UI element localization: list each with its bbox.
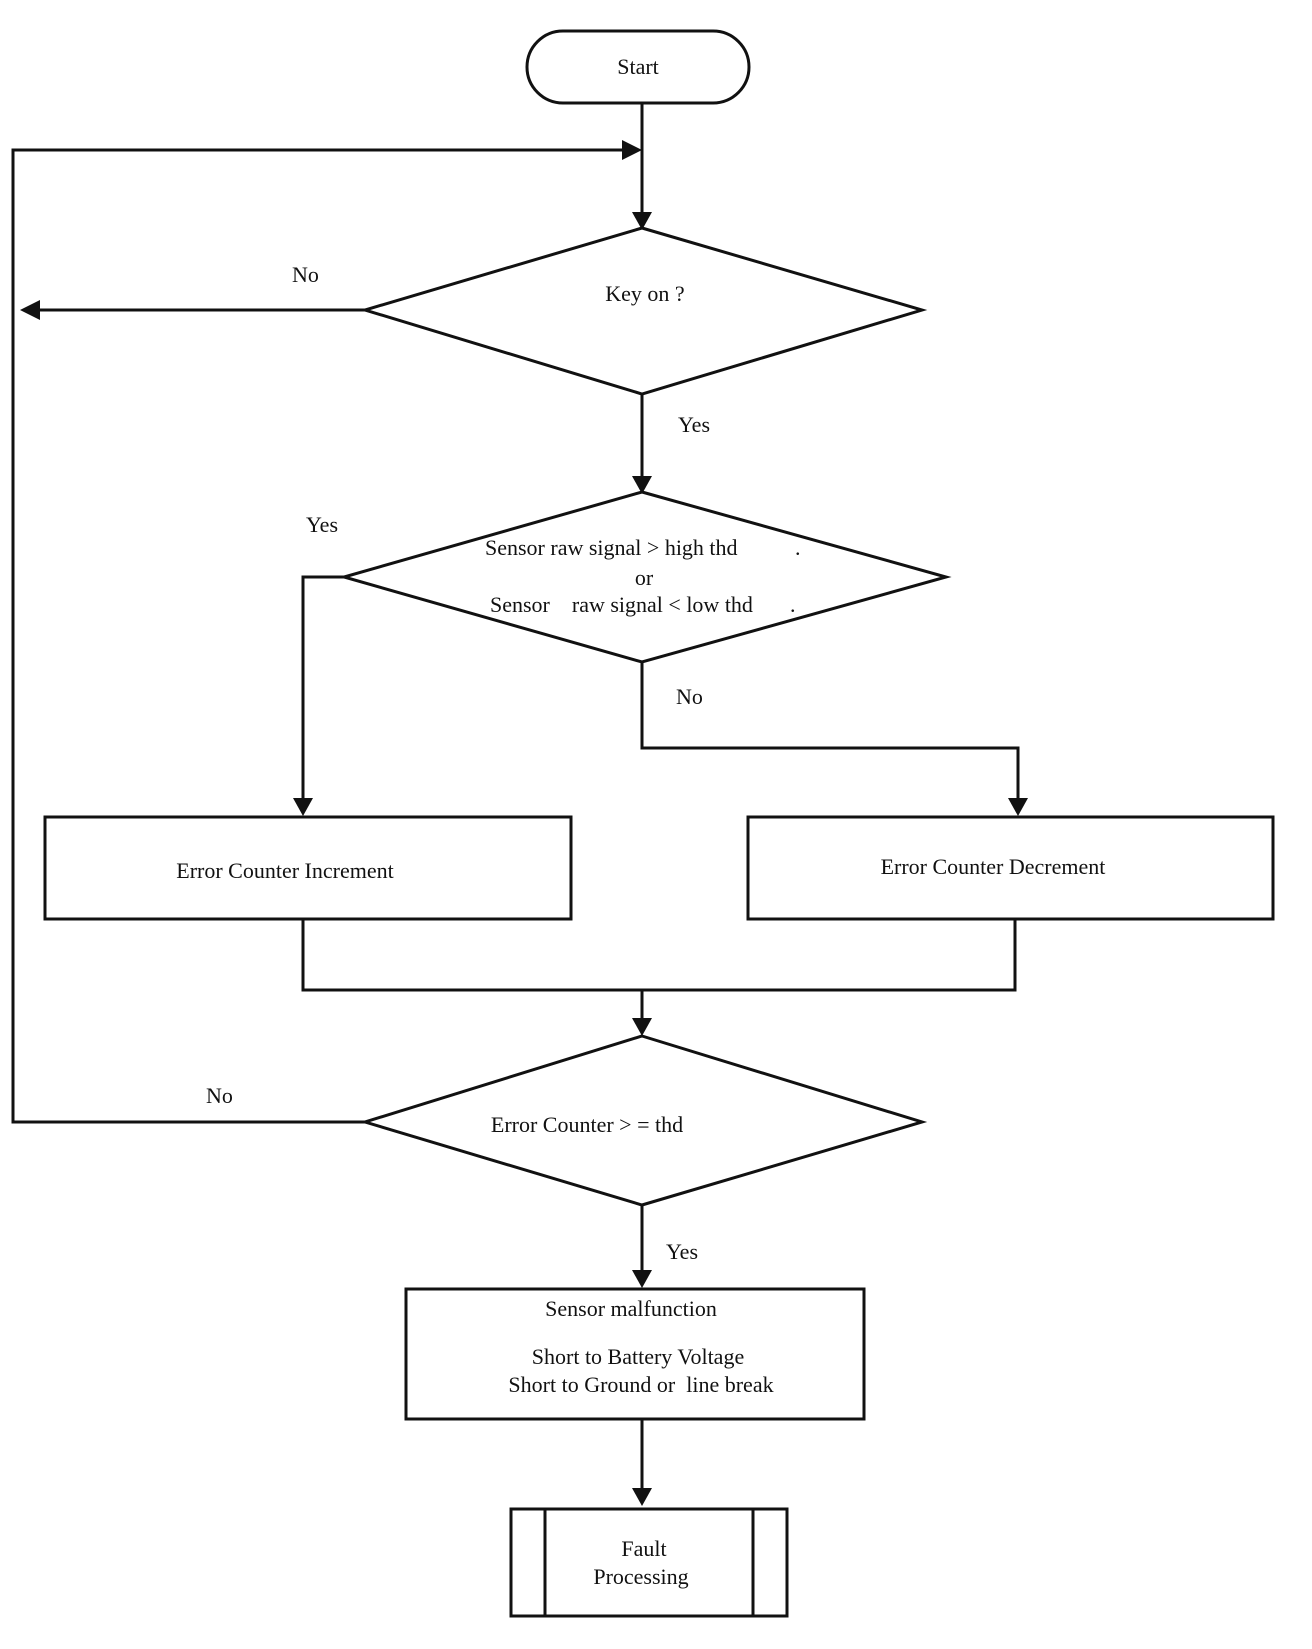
box-sensor-malfunction — [404, 1287, 866, 1421]
fault-line1: Fault — [621, 1536, 666, 1561]
decision-sensor-signal — [338, 490, 952, 664]
sensor-yes-label: Yes — [306, 512, 338, 537]
key-yes-label: Yes — [678, 412, 710, 437]
decision-counter-label: Error Counter > = thd — [491, 1112, 683, 1137]
start-terminator — [525, 29, 751, 105]
decision-key-on-label: Key on ? — [605, 281, 684, 306]
connector-merge — [301, 918, 1017, 992]
arrowhead-decrement-in — [1008, 798, 1028, 816]
box-increment-label: Error Counter Increment — [176, 858, 393, 883]
decision-sensor-dot2: . — [790, 592, 796, 617]
sensor-no-label: No — [676, 684, 703, 709]
arrowhead-key-no — [20, 300, 40, 320]
malfunction-line3: Short to Ground or line break — [508, 1372, 773, 1397]
box-error-counter-decrement — [746, 815, 1275, 921]
start-label: Start — [617, 54, 659, 79]
decision-sensor-dot1: . — [795, 535, 801, 560]
fault-line2: Processing — [593, 1564, 688, 1589]
malfunction-line1: Sensor malfunction — [545, 1296, 717, 1321]
key-no-label: No — [292, 262, 319, 287]
decision-error-counter — [359, 1034, 928, 1207]
decision-sensor-line1: Sensor raw signal > high thd — [485, 535, 738, 560]
counter-no-label: No — [206, 1083, 233, 1108]
arrowhead-key-in — [632, 212, 652, 230]
connector-loop-back — [11, 148, 622, 1124]
decision-sensor-line2: or — [635, 565, 654, 590]
arrowhead-increment-in — [293, 798, 313, 816]
connector-sensor-no — [640, 662, 1020, 798]
arrowhead-malfunction-in — [632, 1270, 652, 1288]
connector-sensor-yes — [301, 575, 344, 798]
arrowhead-loop-back — [622, 140, 642, 160]
decision-key-on — [359, 226, 928, 396]
malfunction-line2: Short to Battery Voltage — [532, 1344, 744, 1369]
arrowhead-counter-in — [632, 1018, 652, 1036]
decision-sensor-line3: Sensor raw signal < low thd — [490, 592, 753, 617]
box-fault-processing — [509, 1507, 789, 1618]
arrowhead-fault-in — [632, 1488, 652, 1506]
box-decrement-label: Error Counter Decrement — [881, 854, 1106, 879]
box-error-counter-increment — [43, 815, 573, 921]
arrowhead-sensor-in — [632, 476, 652, 494]
counter-yes-label: Yes — [666, 1239, 698, 1264]
